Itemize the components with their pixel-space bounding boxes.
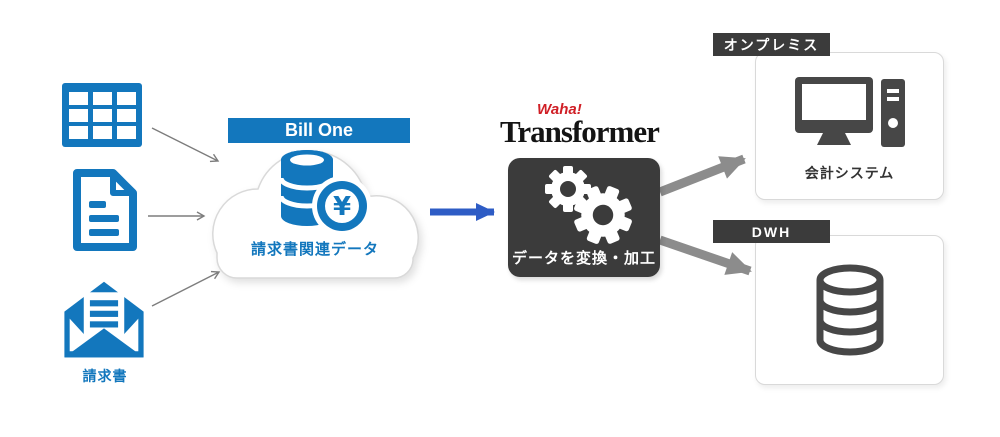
table-icon <box>62 83 142 147</box>
document-icon <box>73 169 137 251</box>
database-yen-icon: ¥ <box>278 150 372 236</box>
accounting-system-label: 会計システム <box>804 165 895 181</box>
transformer-process-box: データを変換・加工 <box>508 158 660 277</box>
transformer-to-destination-arrows <box>658 154 752 276</box>
logo-transformer-text: Transformer <box>500 114 660 149</box>
waha-transformer-logo: Transformer Waha! <box>500 101 668 149</box>
logo-waha-text: Waha! <box>537 101 582 118</box>
database-icon <box>816 264 883 356</box>
dwh-box <box>755 235 944 385</box>
onprem-box: 会計システム <box>755 52 944 200</box>
transformer-box-label: データを変換・加工 <box>511 250 656 267</box>
envelope-open-letter-icon <box>64 281 144 358</box>
bill-one-banner: Bill One <box>228 118 410 143</box>
invoice-label: 請求書 <box>82 368 128 384</box>
dwh-tag: DWH <box>713 220 830 243</box>
gears-icon <box>545 166 642 246</box>
svg-text:¥: ¥ <box>333 192 351 222</box>
onprem-tag: オンプレミス <box>713 33 830 56</box>
cloud-data-label: 請求書関連データ <box>250 241 379 258</box>
desktop-computer-icon <box>794 77 905 147</box>
